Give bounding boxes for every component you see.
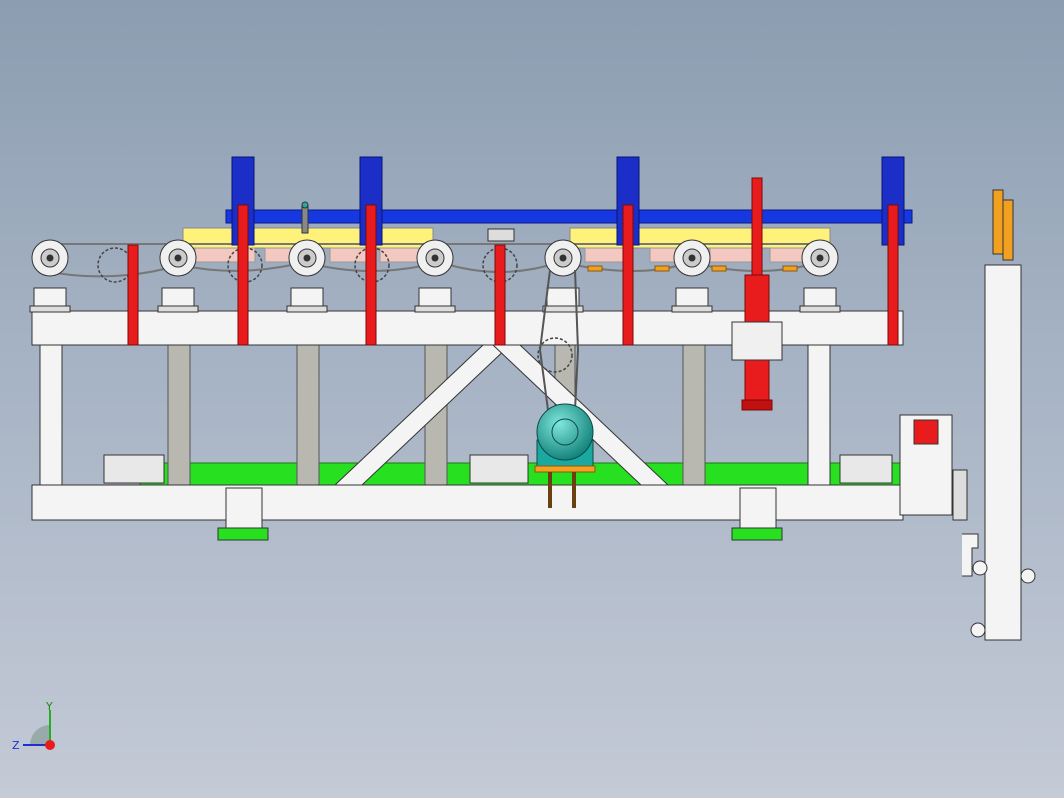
drive-motor: [534, 403, 596, 508]
side-column: [962, 189, 1036, 641]
frame-legs: [39, 344, 831, 486]
roller-unit: [671, 239, 713, 313]
roller-unit: [414, 239, 456, 313]
roller-unit: [286, 239, 328, 313]
feet: [217, 487, 783, 541]
triad-z-label: Z: [12, 739, 20, 752]
fittings: [301, 201, 515, 242]
red-rods: [127, 204, 899, 346]
roller-unit: [542, 239, 584, 313]
orange-brackets: [587, 265, 798, 272]
roller-unit: [799, 239, 841, 313]
triad-y-label: Y: [45, 700, 53, 713]
roller-unit: [157, 239, 199, 313]
pink-pads: [194, 247, 811, 263]
drive-chain: [538, 269, 580, 411]
blue-rail: [225, 209, 913, 224]
triad-quarter-disc: [30, 725, 50, 745]
lift-cylinder: [731, 177, 783, 411]
coordinate-triad: Y Z: [12, 700, 55, 752]
roller-unit: [29, 239, 71, 313]
bearing-blocks: [103, 454, 893, 484]
triad-x-axis: [45, 740, 55, 750]
right-bracket: [899, 414, 968, 521]
roller-units: [29, 239, 841, 313]
